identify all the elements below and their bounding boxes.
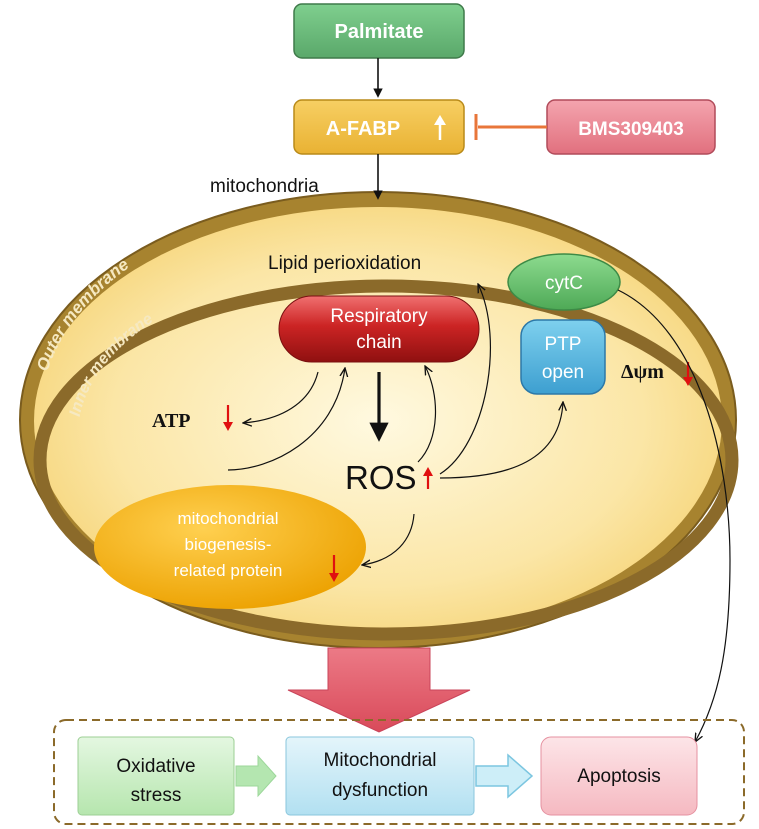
afabp-node: A-FABP: [293, 99, 465, 155]
cytc-to-apoptosis-arrow: [617, 289, 731, 742]
mitochondria-label: mitochondria: [210, 176, 319, 197]
outcome-box: [53, 719, 745, 825]
palmitate-node: Palmitate: [293, 3, 465, 59]
atp-label: ATP: [152, 410, 191, 432]
apoptosis-label: Apoptosis: [577, 766, 660, 787]
delta-psi-down-arrow-icon: [683, 362, 693, 386]
biogenesis-down-arrow-icon: [329, 555, 339, 582]
biogenesis-label-1: mitochondrial: [177, 509, 278, 528]
mito-dysfunction-label-2: dysfunction: [332, 780, 428, 801]
ros-to-respiratory-arrow: [417, 366, 437, 463]
ros-to-biogenesis-arrow: [362, 513, 415, 565]
cytc-label: cytC: [545, 273, 583, 294]
ros-up-arrow-icon: [423, 467, 433, 489]
delta-psi-m-label: Δψm: [621, 361, 664, 383]
ptp-label-1: PTP: [545, 334, 582, 355]
cytc-node: cytC: [507, 253, 621, 311]
inhibition-icon: [474, 114, 547, 140]
respiratory-chain-label-1: Respiratory: [330, 306, 428, 327]
ros-label: ROS: [345, 459, 417, 496]
ptp-open-node: PTP open: [520, 319, 606, 395]
ros-to-ptp-arrow: [439, 402, 563, 479]
mito-to-apoptosis-arrow: [475, 753, 534, 799]
ros-to-lipid-arrow: [439, 284, 491, 475]
oxidative-to-mito-arrow: [235, 754, 277, 798]
biogenesis-to-respiratory-arrow: [227, 368, 345, 471]
respiratory-to-atp-arrow: [243, 371, 319, 423]
oxidative-label-2: stress: [131, 785, 182, 806]
oxidative-stress-node: Oxidative stress: [77, 736, 235, 816]
respiratory-chain-label-2: chain: [356, 332, 401, 353]
apoptosis-node: Apoptosis: [540, 736, 698, 816]
afabp-label: A-FABP: [326, 118, 400, 140]
respiratory-chain-node: Respiratory chain: [278, 295, 480, 363]
lipid-perioxidation-label: Lipid perioxidation: [268, 253, 421, 274]
ptp-label-2: open: [542, 362, 584, 383]
biogenesis-label-3: related protein: [174, 561, 283, 580]
oxidative-label-1: Oxidative: [116, 756, 195, 777]
connector-arrows: [227, 284, 731, 742]
biogenesis-label-2: biogenesis-: [185, 535, 272, 554]
bms309403-node: BMS309403: [546, 99, 716, 155]
afabp-up-arrow-icon: [434, 115, 446, 140]
inner-membrane: [33, 279, 739, 641]
outcome-big-arrow: [287, 647, 471, 733]
palmitate-label: Palmitate: [335, 21, 424, 43]
atp-down-arrow-icon: [223, 405, 233, 431]
mito-dysfunction-label-1: Mitochondrial: [324, 750, 437, 771]
biogenesis-protein-node: mitochondrial biogenesis- related protei…: [94, 485, 366, 609]
bms309403-label: BMS309403: [578, 119, 684, 140]
mitochondrial-dysfunction-node: Mitochondrial dysfunction: [285, 736, 475, 816]
